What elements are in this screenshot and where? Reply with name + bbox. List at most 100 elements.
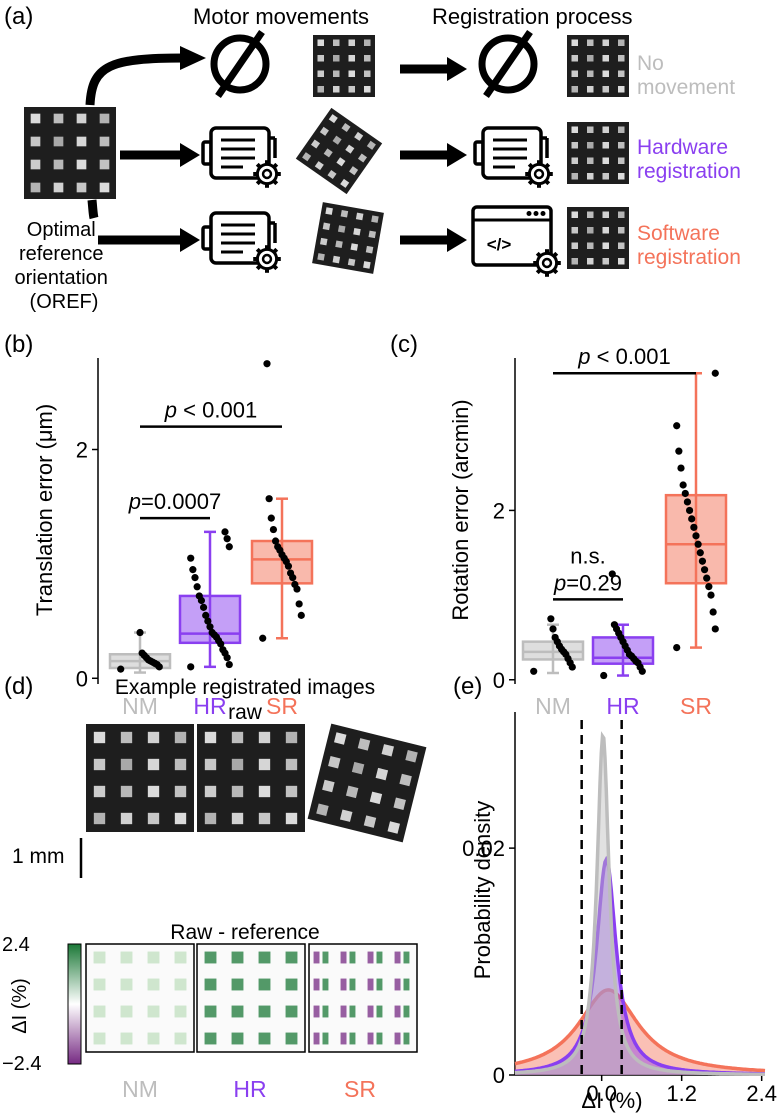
image-square [381, 744, 395, 757]
image-square [349, 166, 359, 176]
colorbar-label: ΔI (%) [9, 978, 31, 1034]
image-square [363, 261, 371, 269]
diff-square [93, 978, 106, 991]
gear-icon [533, 249, 561, 277]
image-square [258, 758, 271, 771]
image-square [586, 211, 594, 219]
raw-images [86, 723, 427, 843]
diff-square [174, 951, 187, 964]
image-square [586, 257, 594, 265]
y-tick-label: 2 [76, 438, 88, 463]
gear-icon [525, 160, 553, 188]
image-square [317, 39, 325, 47]
image-square [30, 136, 41, 147]
image-square [332, 39, 340, 47]
image-square [231, 812, 244, 825]
image-square [99, 159, 110, 170]
data-point-NM [549, 625, 557, 633]
image-square [174, 731, 187, 744]
image-square [365, 245, 374, 254]
data-point-HR [189, 566, 197, 574]
p-symbol: p [128, 489, 141, 514]
image-square [375, 767, 389, 781]
window-dot [533, 211, 539, 216]
raw-image-nm [86, 724, 194, 832]
diff-square [285, 978, 298, 991]
image-square [617, 226, 625, 234]
panel-a: Motor movements Registration process Opt… [15, 4, 741, 313]
image-square [586, 157, 594, 165]
image-square [258, 785, 271, 798]
image-square [322, 222, 331, 231]
image-square [602, 242, 610, 250]
diff-square [394, 1032, 401, 1045]
image-square [332, 54, 340, 62]
diff-square [322, 1032, 329, 1045]
gear-hole [261, 168, 273, 180]
image-square [99, 136, 110, 147]
col-header-registration: Registration process [432, 4, 633, 29]
image-square [285, 785, 298, 798]
image-square [314, 161, 324, 171]
image-square [93, 812, 106, 825]
image-square [93, 731, 106, 744]
diff-square [147, 978, 160, 991]
empty-set-icon-registration [478, 30, 538, 98]
image-square [350, 243, 359, 251]
diff-square [322, 951, 329, 964]
arrow-row2-in-head [180, 143, 200, 167]
data-point-SR [259, 634, 267, 642]
image-square [617, 242, 625, 250]
diff-square [403, 951, 410, 964]
window-dot [526, 211, 532, 216]
image-background [295, 107, 383, 195]
image-square [571, 54, 579, 62]
col-label-nm: NM [122, 1076, 158, 1102]
code-icon: </> [487, 235, 512, 254]
image-square [310, 139, 321, 149]
image-square [363, 815, 377, 828]
diff-square [403, 1005, 410, 1018]
p-value-label: p=0.0007 [128, 489, 221, 514]
image-square [387, 821, 401, 834]
image-square [30, 113, 41, 124]
panel-d-title: Example registrated images [115, 676, 375, 699]
diff-square [285, 1005, 298, 1018]
data-point-SR [677, 464, 685, 472]
data-point-SR [698, 557, 707, 565]
diff-square [349, 1032, 356, 1045]
image-square [353, 227, 361, 236]
image-square [602, 141, 610, 149]
image-square [336, 157, 346, 167]
empty-set-slash [483, 30, 533, 98]
ylabel-b: Translation error (μm) [32, 404, 57, 616]
image-square [332, 135, 342, 145]
p-value-label: p=0.29 [553, 570, 622, 595]
y-tick-label: 0.02 [462, 836, 505, 861]
diff-square [231, 951, 244, 964]
image-square [93, 758, 106, 771]
panel-label-e: (e) [453, 673, 482, 700]
image-row3-moved [312, 202, 384, 274]
data-point-SR [707, 591, 715, 599]
image-square [317, 253, 325, 261]
image-square [317, 54, 325, 62]
diff-square [403, 978, 410, 991]
data-point-HR [221, 528, 229, 536]
gear-icon [253, 160, 281, 188]
data-point-HR [206, 623, 214, 631]
diff-square [258, 1005, 271, 1018]
image-square [325, 207, 333, 215]
diff-square [349, 978, 356, 991]
image-square [76, 159, 87, 170]
image-square [347, 258, 356, 267]
image-square [328, 755, 341, 769]
data-point-SR [685, 506, 694, 515]
diff-square [120, 951, 133, 964]
diff-square [376, 1005, 383, 1018]
image-square [602, 172, 610, 180]
image-square [147, 785, 160, 798]
data-point-SR [711, 369, 719, 377]
raw-image-sr [307, 723, 427, 843]
arrow-curve-top [85, 53, 186, 106]
